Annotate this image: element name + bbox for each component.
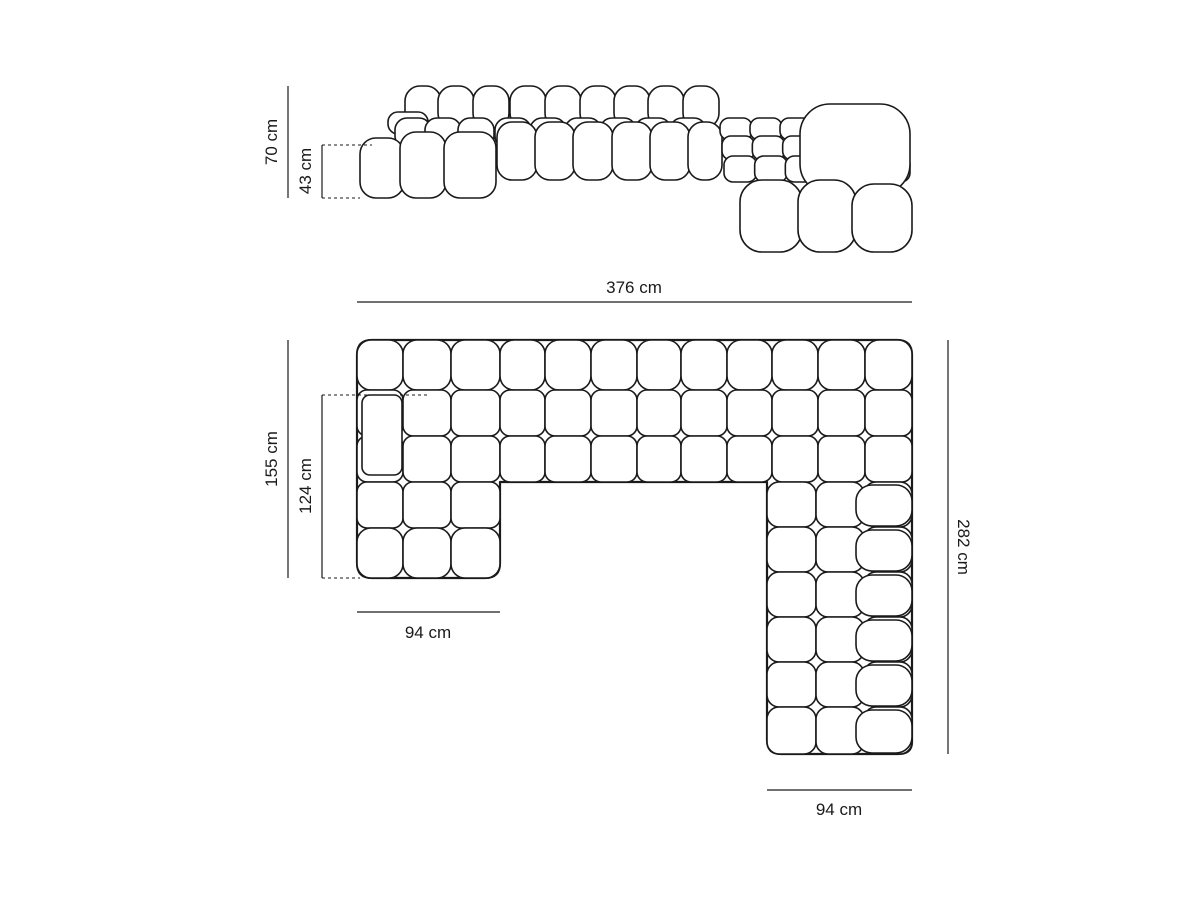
plan-right-bolster — [855, 529, 913, 572]
plan-seat-cushion — [864, 435, 913, 483]
plan-back-cushion — [680, 339, 728, 391]
top-view: 376 cm 155 cm 124 cm 94 cm 282 cm — [262, 278, 973, 819]
dim-total-height-label: 70 cm — [262, 119, 281, 165]
plan-back-cushion — [636, 339, 682, 391]
plan-left-cushion — [402, 527, 452, 579]
plan-right-bolster — [855, 619, 913, 662]
dim-seat-height: 43 cm — [296, 144, 372, 199]
dim-right-width: 94 cm — [767, 789, 912, 819]
plan-right-bolster — [855, 709, 913, 754]
seat-cushion — [687, 121, 723, 181]
seat-cushion — [611, 121, 653, 181]
plan-left-cushion — [402, 481, 452, 529]
plan-right-bolster — [855, 574, 913, 617]
plan-back-cushion — [864, 339, 913, 391]
plan-back-cushion — [590, 339, 638, 391]
plan-back-cushion — [817, 339, 866, 391]
plan-left-cushion — [450, 481, 501, 529]
plan-seat-cushion — [402, 389, 452, 437]
chaise-front-cushion — [851, 183, 913, 253]
plan-seat-cushion — [817, 435, 866, 483]
plan-seat-cushion — [590, 435, 638, 483]
seat-cushion — [443, 131, 497, 199]
seat-cushion — [399, 131, 447, 199]
plan-seat-cushion — [499, 389, 546, 437]
plan-seat-cushion — [680, 389, 728, 437]
chaise-front-cushion — [739, 179, 803, 253]
plan-right-cushion — [766, 661, 817, 708]
seat-cushion — [649, 121, 691, 181]
plan-left-cushion — [356, 527, 404, 579]
dim-left-inner-depth-label: 124 cm — [296, 458, 315, 514]
plan-back-cushion — [402, 339, 452, 391]
plan-seat-cushion — [499, 435, 546, 483]
plan-back-cushion — [450, 339, 501, 391]
dim-left-width-label: 94 cm — [405, 623, 451, 642]
plan-right-bolster — [855, 664, 913, 707]
plan-left-cushion — [450, 527, 501, 579]
side-seat-cushions — [359, 117, 723, 199]
plan-seat-cushion — [726, 435, 773, 483]
dim-right-length: 282 cm — [947, 340, 973, 754]
dim-right-length-label: 282 cm — [954, 519, 973, 575]
plan-left-cushion — [356, 481, 404, 529]
plan-seat-cushion — [771, 389, 819, 437]
plan-back-cushion — [726, 339, 773, 391]
chaise-front-cushion — [797, 179, 857, 253]
plan-right-cushion — [766, 616, 817, 663]
dim-total-height: 70 cm — [262, 86, 289, 198]
plan-seat-cushion — [817, 389, 866, 437]
plan-left-arm — [361, 394, 403, 476]
side-chaise — [719, 103, 913, 253]
chaise-top-cushion — [723, 155, 758, 183]
plan-right-cushion — [766, 526, 817, 573]
plan-right-cushion — [766, 571, 817, 618]
plan-back-cushion — [544, 339, 592, 391]
side-view: 70 cm 43 cm — [262, 85, 913, 253]
plan-seat-cushion — [726, 389, 773, 437]
dim-seat-height-label: 43 cm — [296, 148, 315, 194]
plan-back-cushion — [771, 339, 819, 391]
plan-seat-cushion — [590, 389, 638, 437]
plan-seat-cushion — [544, 389, 592, 437]
dim-total-width: 376 cm — [357, 278, 912, 303]
dim-left-width: 94 cm — [357, 611, 500, 642]
plan-right-cushion — [766, 481, 817, 528]
plan-seat-cushion — [402, 435, 452, 483]
seat-cushion — [496, 121, 538, 181]
plan-seat-cushion — [636, 389, 682, 437]
plan-seat-cushion — [450, 435, 501, 483]
plan-seat-cushion — [864, 389, 913, 437]
plan-right-bolster — [855, 484, 913, 527]
plan-back-cushion — [499, 339, 546, 391]
dim-left-depth: 155 cm — [262, 340, 289, 578]
plan-seat-cushion — [636, 435, 682, 483]
seat-cushion — [572, 121, 614, 181]
plan-right-cushion — [766, 706, 817, 755]
seat-cushion — [359, 137, 405, 199]
dim-left-inner-depth: 124 cm — [296, 394, 430, 579]
plan-seat-cushion — [544, 435, 592, 483]
dim-total-width-label: 376 cm — [606, 278, 662, 297]
plan-seat-cushion — [450, 389, 501, 437]
plan-seat-cushion — [771, 435, 819, 483]
dim-right-width-label: 94 cm — [816, 800, 862, 819]
dim-left-depth-label: 155 cm — [262, 431, 281, 487]
chaise-top-cushion — [753, 155, 789, 183]
seat-cushion — [534, 121, 576, 181]
plan-back-cushion — [356, 339, 404, 391]
plan-seat-cushion — [680, 435, 728, 483]
sofa-plan — [355, 338, 914, 756]
